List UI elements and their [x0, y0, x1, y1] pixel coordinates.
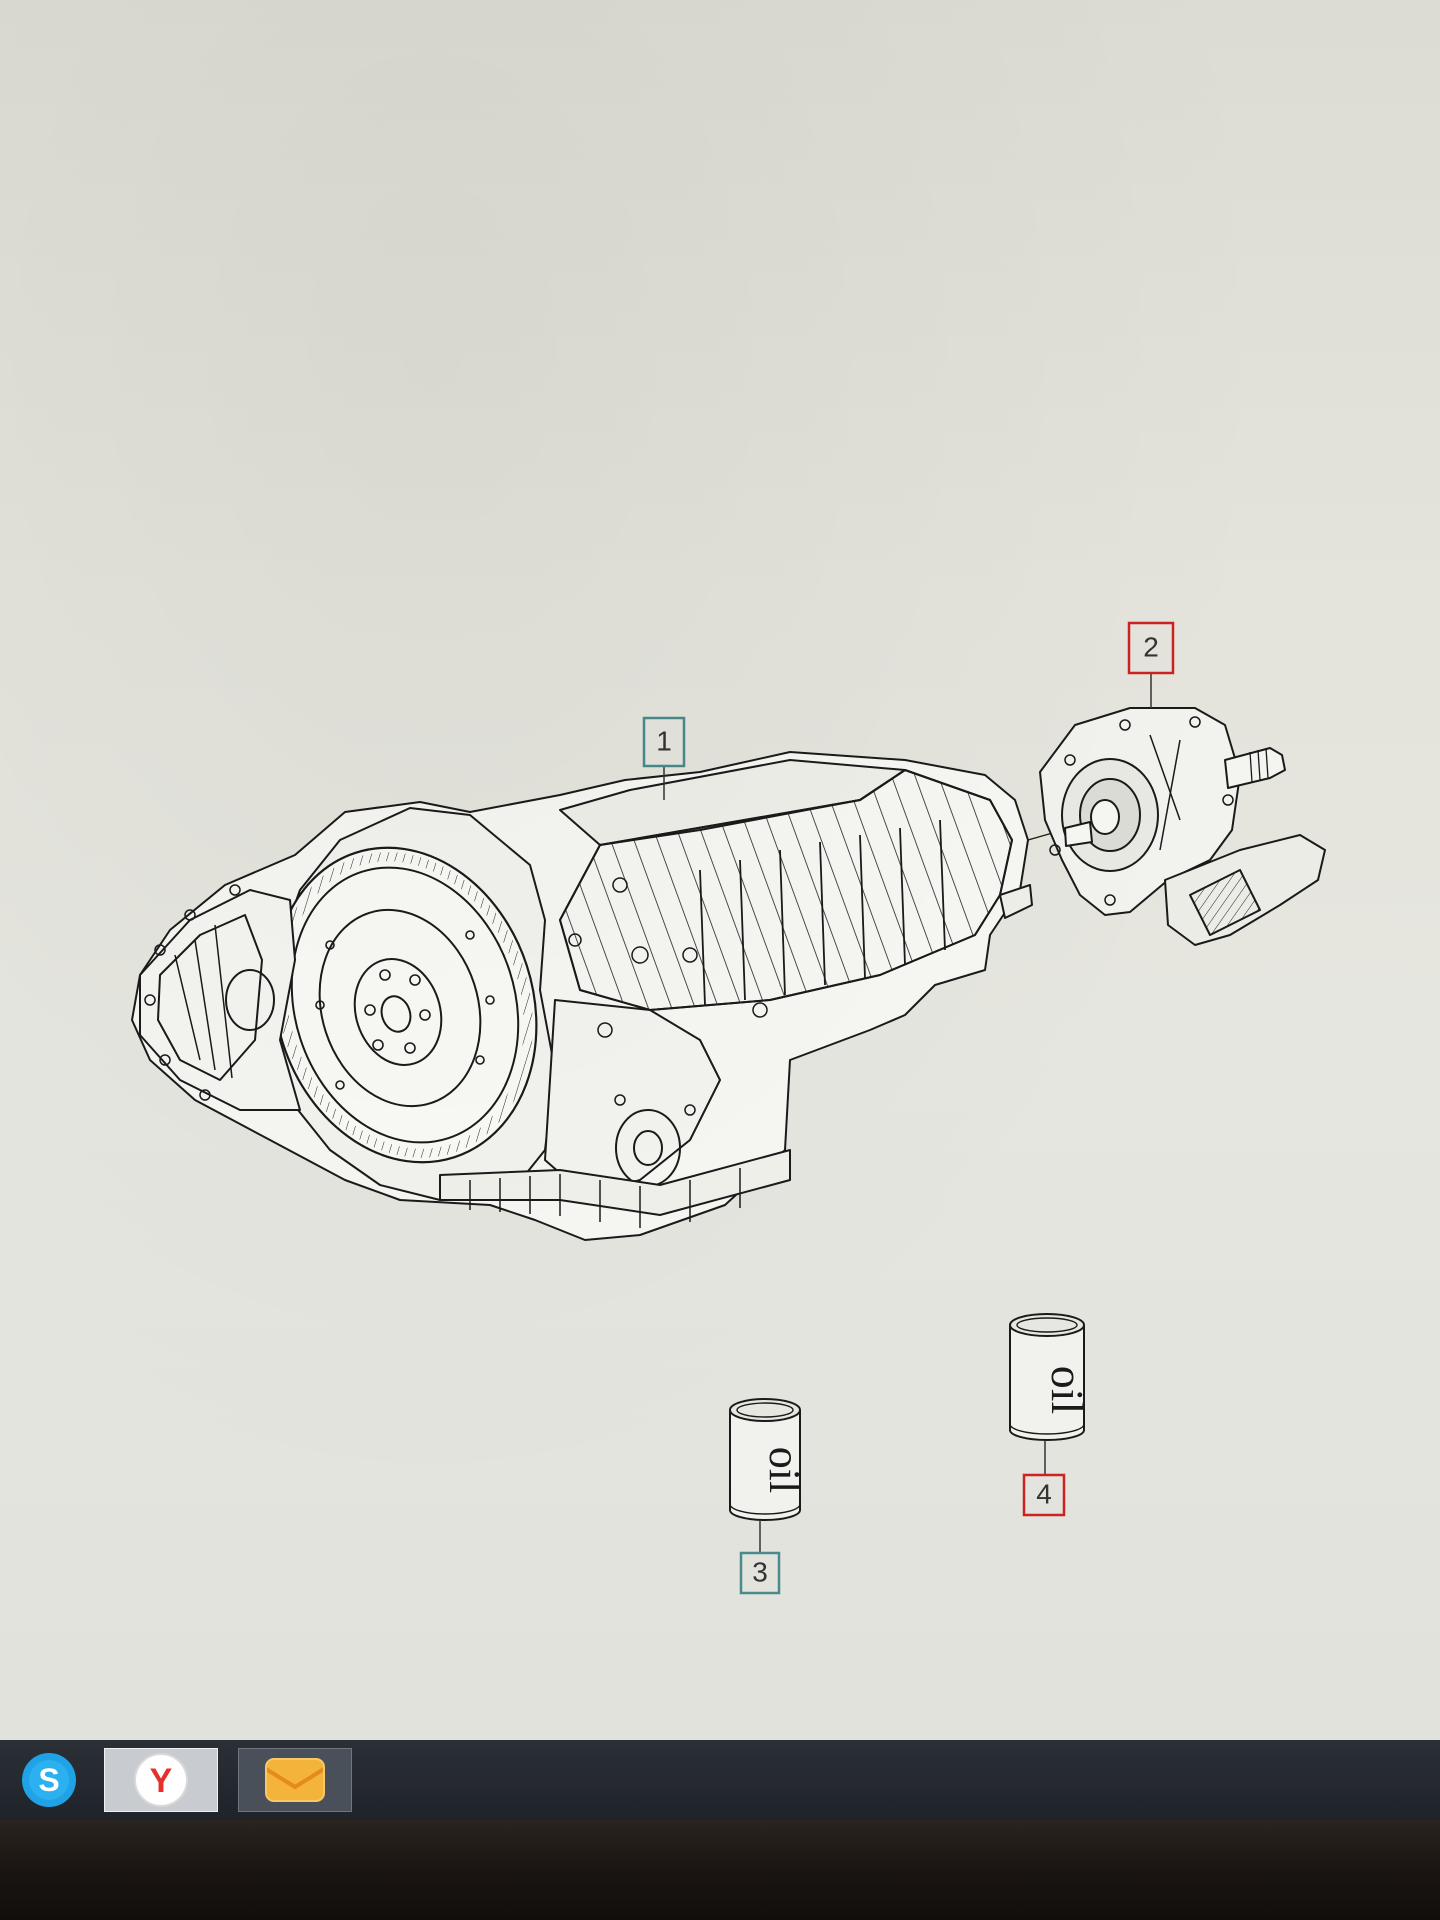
oil-can-small-drawing[interactable]: oil: [729, 1398, 809, 1521]
skype-icon: S: [22, 1753, 76, 1807]
yandex-glyph: Y: [150, 1762, 173, 1800]
transfer-case-drawing[interactable]: [1039, 707, 1326, 946]
mail-icon: [264, 1758, 326, 1802]
taskbar-mail-button[interactable]: [238, 1748, 352, 1812]
taskbar: S Y: [0, 1740, 1440, 1820]
svg-text:oil: oil: [760, 1447, 809, 1493]
svg-text:oil: oil: [1042, 1366, 1093, 1415]
yandex-browser-icon: Y: [134, 1753, 188, 1807]
oil-can-large-drawing[interactable]: oil: [1009, 1313, 1093, 1441]
callout-3-label: 3: [752, 1556, 768, 1587]
callout-3[interactable]: 3: [739, 1520, 781, 1595]
callout-4-label: 4: [1036, 1478, 1052, 1509]
callout-2-label: 2: [1143, 631, 1159, 662]
callout-2[interactable]: 2: [1127, 621, 1175, 708]
taskbar-skype-button[interactable]: S: [14, 1749, 84, 1811]
callout-1[interactable]: 1: [642, 716, 686, 800]
callout-2-box: [1127, 621, 1175, 675]
callout-4[interactable]: 4: [1022, 1440, 1066, 1517]
callout-1-box: [642, 716, 686, 768]
monitor-screen: oil oil 1 2 3 4: [0, 0, 1440, 1740]
callout-1-label: 1: [656, 725, 672, 756]
transmission-drawing[interactable]: [131, 751, 1071, 1241]
monitor-bezel: [0, 1820, 1440, 1920]
callout-4-box: [1022, 1473, 1066, 1517]
taskbar-yandex-browser-button[interactable]: Y: [104, 1748, 218, 1812]
parts-diagram: oil oil 1 2 3 4: [131, 621, 1326, 1595]
callout-3-box: [739, 1551, 781, 1595]
skype-glyph: S: [38, 1762, 59, 1798]
